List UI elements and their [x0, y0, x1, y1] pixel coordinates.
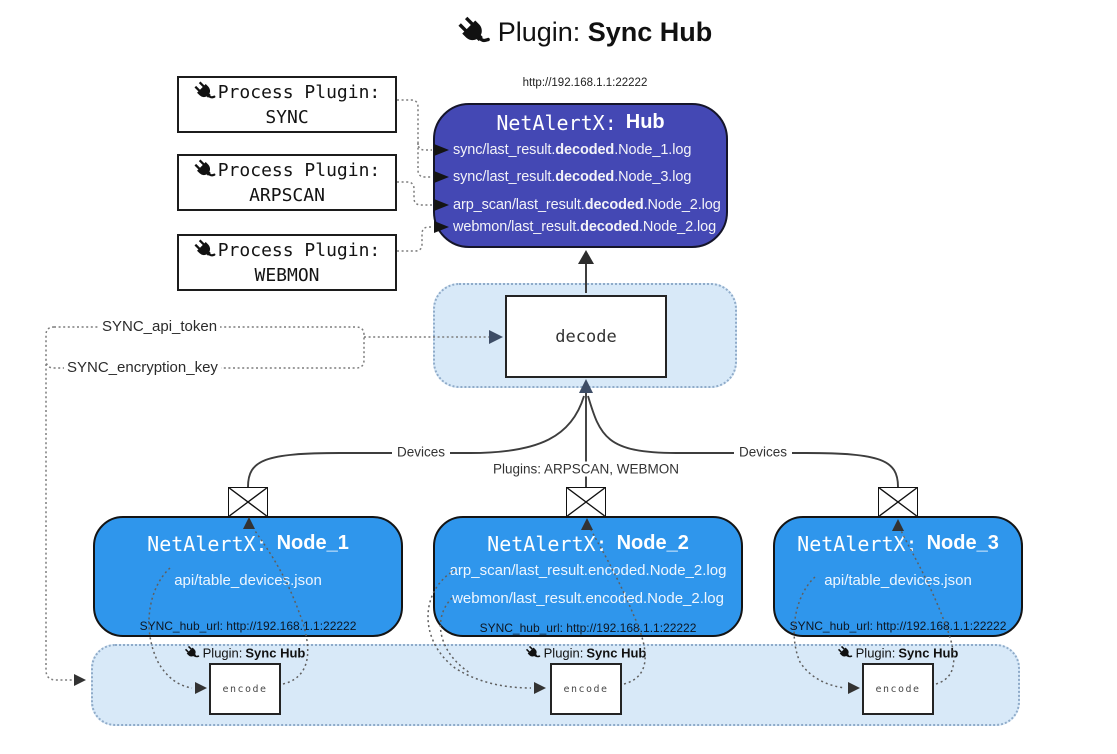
edge-process-plugins-to-hub — [397, 99, 432, 252]
node-hub-url: SYNC_hub_url: http://192.168.1.1:22222 — [789, 619, 1007, 633]
sync-encryption-key-label: SYNC_encryption_key — [64, 359, 221, 376]
encode-box: encode — [862, 663, 934, 715]
envelope-icon — [878, 487, 918, 517]
node-title: NetAlertX:Node_1 — [147, 532, 349, 556]
encode-plugin-label: Plugin:Sync Hub — [526, 645, 646, 661]
page-title: Plugin: Sync Hub — [458, 16, 713, 49]
node-hub-url: SYNC_hub_url: http://192.168.1.1:22222 — [139, 619, 357, 633]
process-plugin-arpscan-box: Process Plugin: ARPSCAN — [177, 154, 397, 211]
hub-log-line: webmon/last_result.decoded.Node_2.log — [453, 219, 717, 235]
process-plugin-label: Process Plugin: — [217, 81, 381, 103]
node-file-line: api/table_devices.json — [174, 572, 322, 589]
plug-icon — [526, 646, 541, 661]
node-file-line: arp_scan/last_result.encoded.Node_2.log — [449, 562, 727, 579]
encode-label: encode — [875, 683, 921, 695]
sync-api-token-label: SYNC_api_token — [99, 318, 221, 335]
plug-icon — [185, 646, 200, 661]
node-3-box: NetAlertX:Node_3 api/table_devices.json … — [773, 516, 1023, 637]
hub-log-line: sync/last_result.decoded.Node_1.log — [453, 142, 692, 158]
hub-log-line: arp_scan/last_result.decoded.Node_2.log — [453, 197, 721, 213]
node-title: NetAlertX:Node_2 — [487, 532, 689, 556]
plug-icon — [458, 16, 491, 49]
encode-box: encode — [550, 663, 622, 715]
hub-box — [433, 103, 728, 248]
hub-log-line: sync/last_result.decoded.Node_3.log — [453, 169, 692, 185]
encode-label: encode — [563, 683, 609, 695]
plugins-edge-label: Plugins: ARPSCAN, WEBMON — [487, 461, 685, 477]
encode-plugin-label: Plugin:Sync Hub — [838, 645, 958, 661]
node-2-box: NetAlertX:Node_2 arp_scan/last_result.en… — [433, 516, 743, 637]
node-title: NetAlertX:Node_3 — [797, 532, 999, 556]
page-title-text: Plugin: Sync Hub — [497, 17, 713, 47]
plug-icon — [838, 646, 853, 661]
node-hub-url: SYNC_hub_url: http://192.168.1.1:22222 — [479, 621, 697, 635]
envelope-icon — [566, 487, 606, 517]
plug-icon — [194, 239, 216, 261]
envelope-icon — [228, 487, 268, 517]
decode-box: decode — [505, 295, 667, 378]
process-plugin-name: WEBMON — [254, 264, 320, 286]
plug-icon — [194, 159, 216, 181]
decode-label: decode — [555, 326, 617, 347]
process-plugin-name: ARPSCAN — [249, 184, 325, 206]
process-plugin-label: Process Plugin: — [217, 239, 381, 261]
node-1-box: NetAlertX:Node_1 api/table_devices.json … — [93, 516, 403, 637]
process-plugin-webmon-box: Process Plugin: WEBMON — [177, 234, 397, 291]
encode-plugin-label: Plugin:Sync Hub — [185, 645, 305, 661]
hub-title: NetAlertX:Hub — [496, 111, 665, 135]
node-file-line: webmon/last_result.encoded.Node_2.log — [452, 590, 724, 607]
encode-label: encode — [222, 683, 268, 695]
plug-icon — [194, 81, 216, 103]
process-plugin-label: Process Plugin: — [217, 159, 381, 181]
hub-url-label: http://192.168.1.1:22222 — [522, 77, 648, 89]
devices-left-label: Devices — [391, 444, 451, 460]
encode-box: encode — [209, 663, 281, 715]
node-file-line: api/table_devices.json — [824, 572, 972, 589]
secrets-to-band-arrowhead — [74, 674, 86, 686]
process-plugin-name: SYNC — [265, 106, 309, 128]
process-plugin-sync-box: Process Plugin: SYNC — [177, 76, 397, 133]
devices-right-label: Devices — [733, 444, 793, 460]
